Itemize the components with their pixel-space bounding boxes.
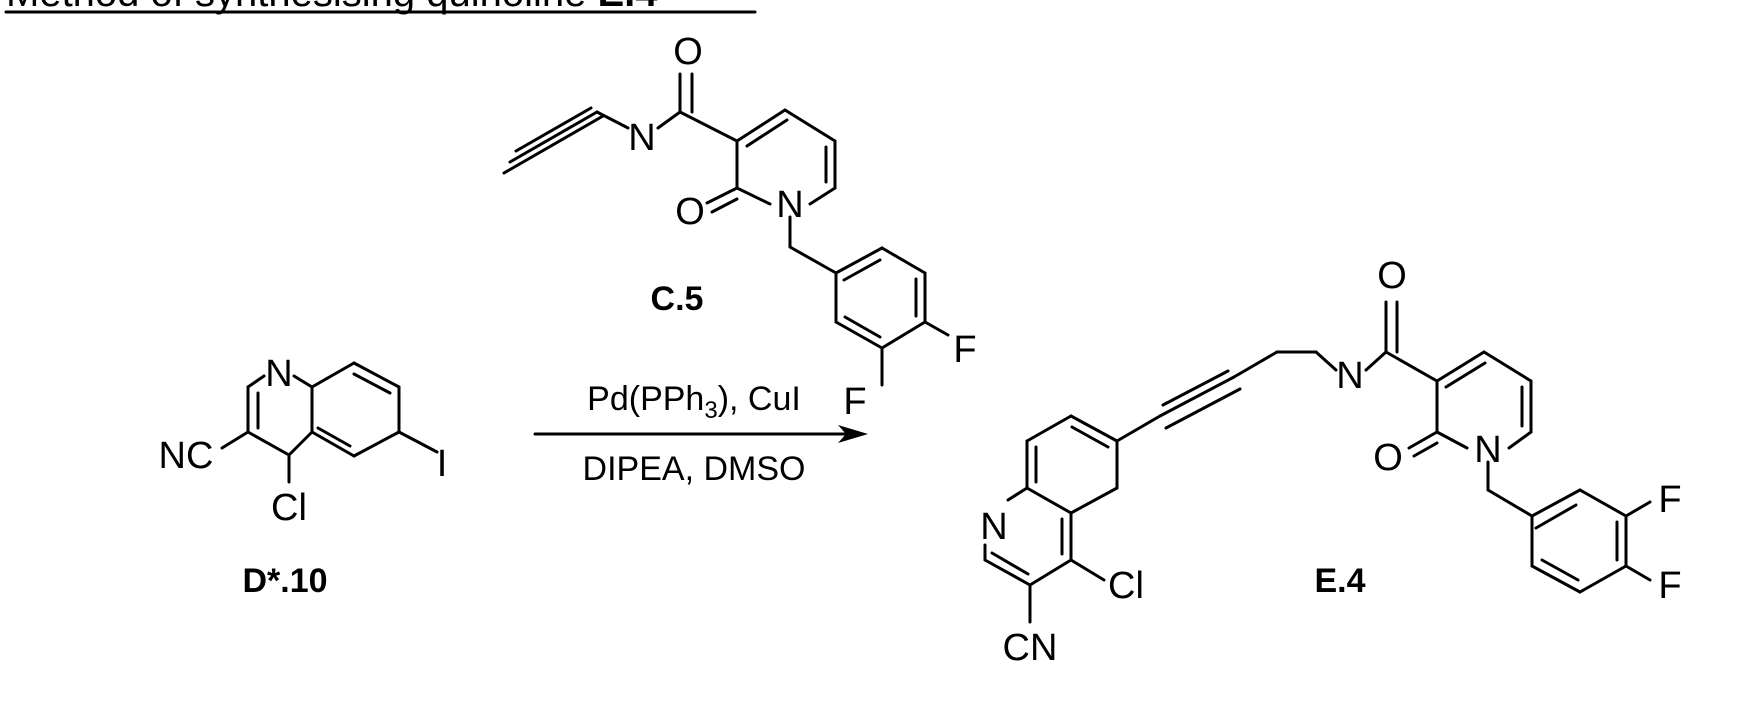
atom-n: N bbox=[1336, 355, 1363, 397]
conditions-line-2: DIPEA, DMSO bbox=[583, 450, 806, 488]
atom-n: N bbox=[980, 506, 1007, 548]
compound-label-start: D*.10 bbox=[242, 562, 327, 600]
atom-o: O bbox=[1377, 255, 1407, 297]
compound-label-reagent: C.5 bbox=[651, 280, 704, 318]
conditions-line-1: Pd(PPh3), CuI bbox=[587, 380, 801, 424]
atom-f: F bbox=[843, 381, 866, 423]
atom-f: F bbox=[1658, 565, 1681, 607]
atom-n: N bbox=[628, 117, 655, 159]
atom-i: I bbox=[437, 443, 448, 485]
atom-o: O bbox=[1373, 437, 1403, 479]
start-structure bbox=[222, 363, 437, 482]
atom-o: O bbox=[673, 31, 703, 73]
product-atom-labels: O N O N F F N Cl CN bbox=[980, 255, 1681, 669]
atom-cl: Cl bbox=[1108, 565, 1144, 607]
atom-f: F bbox=[1658, 479, 1681, 521]
compound-label-product: E.4 bbox=[1314, 562, 1365, 600]
scheme-title: Method of synthesising quinoline E.4 bbox=[6, 0, 755, 15]
atom-n: N bbox=[265, 353, 292, 395]
atom-cn: CN bbox=[1003, 627, 1058, 669]
atom-cl: Cl bbox=[271, 487, 307, 529]
atom-n: N bbox=[776, 184, 803, 226]
reagent-structure bbox=[504, 74, 948, 385]
atom-o: O bbox=[675, 191, 705, 233]
atom-n: N bbox=[1474, 429, 1501, 471]
atom-f: F bbox=[953, 329, 976, 371]
atom-nc: NC bbox=[159, 435, 214, 477]
reaction-arrow bbox=[535, 425, 868, 443]
